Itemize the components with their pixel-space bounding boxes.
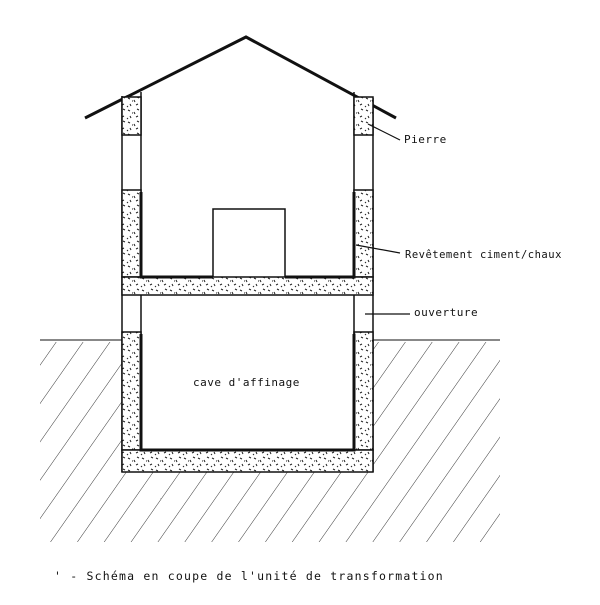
leader-lines bbox=[355, 123, 410, 315]
label-pierre: Pierre bbox=[404, 133, 447, 146]
label-ouverture: ouverture bbox=[414, 306, 479, 319]
roof bbox=[84, 35, 397, 120]
stone-blocks bbox=[121, 96, 374, 473]
ground-hatching bbox=[40, 339, 500, 542]
figure-caption: ' - Schéma en coupe de l'unité de transf… bbox=[54, 569, 444, 583]
coating-lines bbox=[139, 192, 356, 452]
raised-block bbox=[212, 208, 286, 277]
label-cave: cave d'affinage bbox=[193, 376, 300, 389]
label-revetement: Revêtement ciment/chaux bbox=[405, 249, 562, 261]
